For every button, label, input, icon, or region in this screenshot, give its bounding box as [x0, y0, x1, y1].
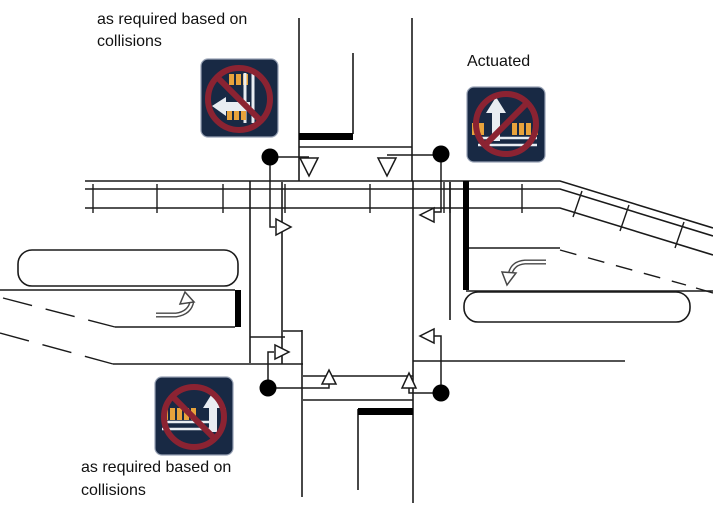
signal-head-left-1 [418, 206, 435, 224]
bottom-collision-note: as required based on collisions [81, 456, 231, 502]
west-median-island [17, 249, 239, 287]
signal-head-triangles [274, 157, 435, 389]
west-stop-bar [235, 290, 241, 327]
signal-connectors [267, 154, 442, 394]
signal-head-up-1 [320, 368, 338, 385]
actuated-label: Actuated [467, 53, 531, 70]
top-collision-note-line2: collisions [97, 33, 162, 50]
corridor-top-edge [85, 180, 713, 229]
top-collision-note: as required based on collisions [97, 9, 247, 53]
west-dashed-taper-2 [0, 332, 114, 365]
east-dashed-lane [559, 249, 687, 286]
railroad-ticks [92, 182, 685, 249]
rail-line-1 [85, 188, 713, 237]
east-dash-end [695, 287, 713, 294]
left-turn-arrow-marking [156, 290, 196, 318]
signal-head-down-1 [298, 157, 320, 178]
north-stop-bar [299, 133, 353, 140]
signal-head-right-1 [275, 217, 293, 237]
signal-head-down-2 [376, 157, 398, 178]
signal-head-left-2 [418, 327, 435, 345]
signal-pole-dot-sw [259, 379, 277, 397]
no-straight-across-tracks-sign-icon [466, 86, 546, 163]
bottom-collision-note-line2: collisions [81, 482, 146, 499]
signal-head-right-2 [274, 343, 291, 361]
no-straight-across-tracks-sign-icon [154, 376, 234, 456]
stop-bars [235, 133, 469, 415]
dashed-lane-lines [0, 249, 713, 365]
signal-pole-dot-ne [432, 145, 450, 163]
west-dashed-taper-1 [2, 297, 116, 328]
rail-line-2 [85, 207, 713, 256]
signal-pole-dot-se [432, 384, 450, 402]
east-median-island [463, 291, 691, 323]
signal-head-up-2 [400, 371, 418, 389]
bottom-collision-note-line1: as required based on [81, 459, 232, 476]
no-left-turn-across-tracks-sign-icon [200, 58, 279, 138]
east-stop-bar [463, 181, 469, 290]
south-stop-bar [358, 408, 413, 415]
signal-pole-dot-nw [261, 148, 279, 166]
right-turn-arrow-marking [500, 259, 546, 287]
top-collision-note-line1: as required based on [97, 11, 248, 28]
signal-poles [259, 145, 450, 402]
